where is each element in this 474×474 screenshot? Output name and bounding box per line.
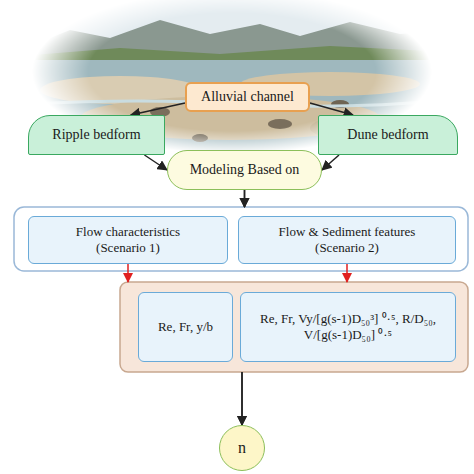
flow-arrow [322, 155, 339, 170]
node-text: Dune bedform [347, 126, 428, 144]
parameter-box: Re, Fr, y/b [138, 292, 233, 362]
output-circle: n [219, 425, 265, 471]
node-text: Flow & Sediment features (Scenario 2) [265, 224, 430, 257]
flow-arrow [127, 264, 129, 282]
scenario-panel [14, 207, 468, 271]
scenario-box: Flow characteristics (Scenario 1) [28, 216, 228, 264]
node-text: Re, Fr, Vy/[g(s-1)D₅₀³] ⁰·⁵, R/D₅₀, V/[g… [256, 311, 441, 344]
bedform-box: Ripple bedform [28, 115, 165, 155]
node-text: Modeling Based on [190, 161, 300, 179]
node-text: n [238, 438, 246, 458]
node-text: Flow characteristics (Scenario 1) [63, 224, 193, 257]
flow-arrow [144, 155, 167, 170]
bedform-box: Dune bedform [318, 115, 458, 155]
start-box: Alluvial channel [185, 82, 310, 112]
river-photo [20, 0, 450, 160]
parameter-panel [120, 282, 468, 372]
scenario-box: Flow & Sediment features (Scenario 2) [238, 216, 456, 264]
parameter-box: Re, Fr, Vy/[g(s-1)D₅₀³] ⁰·⁵, R/D₅₀, V/[g… [240, 292, 456, 362]
flow-arrow [244, 190, 246, 207]
flow-arrow [241, 372, 243, 425]
flow-arrow [346, 264, 348, 282]
node-text: Re, Fr, y/b [158, 319, 213, 335]
flow-arrow [244, 190, 246, 207]
process-pill: Modeling Based on [167, 150, 322, 190]
flow-arrow [131, 103, 185, 115]
node-text: Alluvial channel [201, 88, 294, 106]
flow-arrow [310, 103, 353, 115]
flow-arrow [241, 372, 243, 425]
node-text: Ripple bedform [52, 126, 140, 144]
